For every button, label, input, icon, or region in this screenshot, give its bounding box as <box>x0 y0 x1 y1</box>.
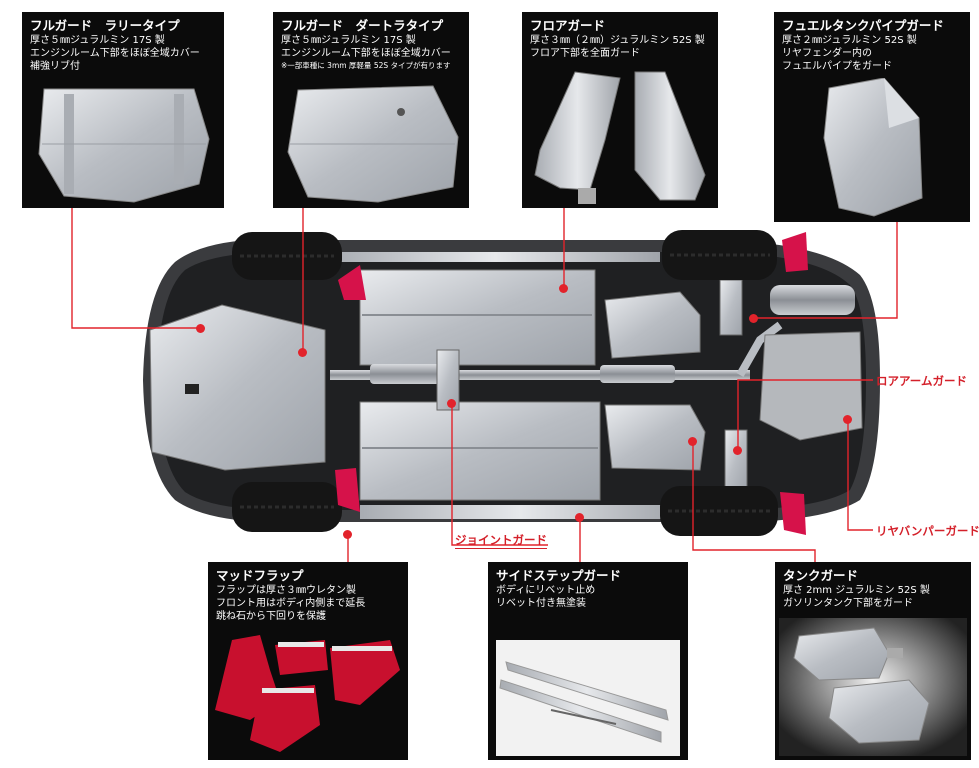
panel-side-step-guard: サイドステップガード ボディにリベット止め リベット付き無塗装 <box>488 562 688 760</box>
mud-flap-rear-right <box>780 492 806 535</box>
mud-flap-rear-left <box>782 232 808 272</box>
panel-note: ※一部車種に 3mm 厚軽量 52S タイプが有ります <box>281 61 451 70</box>
dirt-guard-photo <box>287 85 459 203</box>
panel-title: フロアガード <box>530 18 606 33</box>
floor-guard-upper <box>359 269 596 366</box>
panel-tank-guard: タンクガード 厚さ 2mm ジュラルミン 52S 製 ガソリンタンク下部をガード <box>775 562 971 760</box>
tank-guard-photo <box>779 618 967 756</box>
panel-title: サイドステップガード <box>496 568 622 583</box>
panel-line: フロント用はボディ内側まで延長 <box>216 598 366 609</box>
side-step-guard-bottom <box>360 505 680 519</box>
tire-front-right <box>232 482 342 532</box>
tire-rear-left <box>662 230 777 280</box>
callout-dot-rally <box>196 324 205 333</box>
label-lower-arm-guard: ロアアームガード <box>876 374 967 388</box>
callout-dot-fuel <box>749 314 758 323</box>
panel-line: フロア下部を全面ガード <box>530 48 640 59</box>
panel-mud-flap: マッドフラップ フラップは厚さ３㎜ウレタン製 フロント用はボディ内側まで延長 跳… <box>208 562 408 760</box>
panel-line: ガソリンタンク下部をガード <box>783 598 913 609</box>
callout-dot-lower-arm <box>733 446 742 455</box>
panel-line: 跳ね石から下回りを保護 <box>216 611 326 622</box>
rear-floor-guard-lower <box>604 404 706 471</box>
panel-line: エンジンルーム下部をほぼ全域カバー <box>30 48 200 59</box>
rally-guard-photo <box>38 88 210 203</box>
panel-line: 厚さ５㎜ジュラルミン 17S 製 <box>281 35 416 46</box>
callout-dot-rear-bumper <box>843 415 852 424</box>
label-rear-bumper-guard: リヤバンパーガード <box>876 524 979 538</box>
joint-guard <box>436 349 460 411</box>
panel-line: 厚さ 2mm ジュラルミン 52S 製 <box>783 585 930 596</box>
panel-line: ボディにリベット止め <box>496 585 596 596</box>
label-joint-guard: ジョイントガード <box>455 533 547 549</box>
panel-title: フルガード ダートラタイプ <box>281 18 444 33</box>
callout-dot-mud <box>343 530 352 539</box>
callout-dot-joint <box>447 399 456 408</box>
panel-line: 厚さ２㎜ジュラルミン 52S 製 <box>782 35 917 46</box>
lower-arm-guard-top <box>719 279 743 336</box>
rear-floor-guard-upper <box>604 291 701 359</box>
panel-full-guard-rally: フルガード ラリータイプ 厚さ５㎜ジュラルミン 17S 製 エンジンルーム下部を… <box>22 12 224 208</box>
panel-line: 補強リブ付 <box>30 61 80 72</box>
callout-dot-side <box>575 513 584 522</box>
panel-line: フラップは厚さ３㎜ウレタン製 <box>216 585 356 596</box>
exhaust-pipe <box>330 370 750 380</box>
front-full-guard <box>149 304 326 471</box>
tire-rear-right <box>660 486 778 536</box>
panel-title: フルガード ラリータイプ <box>30 18 180 33</box>
fuel-pipe-guard-photo <box>823 78 923 217</box>
panel-title: マッドフラップ <box>216 568 304 583</box>
mud-flap-front-right <box>335 468 360 512</box>
mud-flap-photo <box>215 635 400 752</box>
panel-line: 厚さ３㎜（２㎜）ジュラルミン 52S 製 <box>530 35 705 46</box>
callout-dot-dirt <box>298 348 307 357</box>
callout-dot-floor <box>559 284 568 293</box>
panel-line: リベット付き無塗装 <box>496 598 586 609</box>
panel-line: 厚さ５㎜ジュラルミン 17S 製 <box>30 35 165 46</box>
panel-line: フュエルパイプをガード <box>782 61 892 72</box>
lower-arm-guard-bottom <box>724 429 748 491</box>
panel-floor-guard: フロアガード 厚さ３㎜（２㎜）ジュラルミン 52S 製 フロア下部を全面ガード <box>522 12 718 208</box>
panel-full-guard-dirt: フルガード ダートラタイプ 厚さ５㎜ジュラルミン 17S 製 エンジンルーム下部… <box>273 12 469 208</box>
side-step-guard-top <box>330 252 660 262</box>
panel-title: タンクガード <box>783 568 859 583</box>
floor-guard-photo <box>534 71 706 204</box>
tank-guard <box>759 331 863 441</box>
side-step-guard-photo <box>496 640 680 756</box>
floor-guard-lower <box>359 401 601 501</box>
panel-fuel-tank-pipe-guard: フュエルタンクパイプガード 厚さ２㎜ジュラルミン 52S 製 リヤフェンダー内の… <box>774 12 970 222</box>
tire-front-left <box>232 232 342 280</box>
panel-line: リヤフェンダー内の <box>782 48 872 59</box>
panel-line: エンジンルーム下部をほぼ全域カバー <box>281 48 451 59</box>
mud-flap-front-left <box>338 265 366 300</box>
callout-dot-tank <box>688 437 697 446</box>
panel-title: フュエルタンクパイプガード <box>782 18 944 33</box>
